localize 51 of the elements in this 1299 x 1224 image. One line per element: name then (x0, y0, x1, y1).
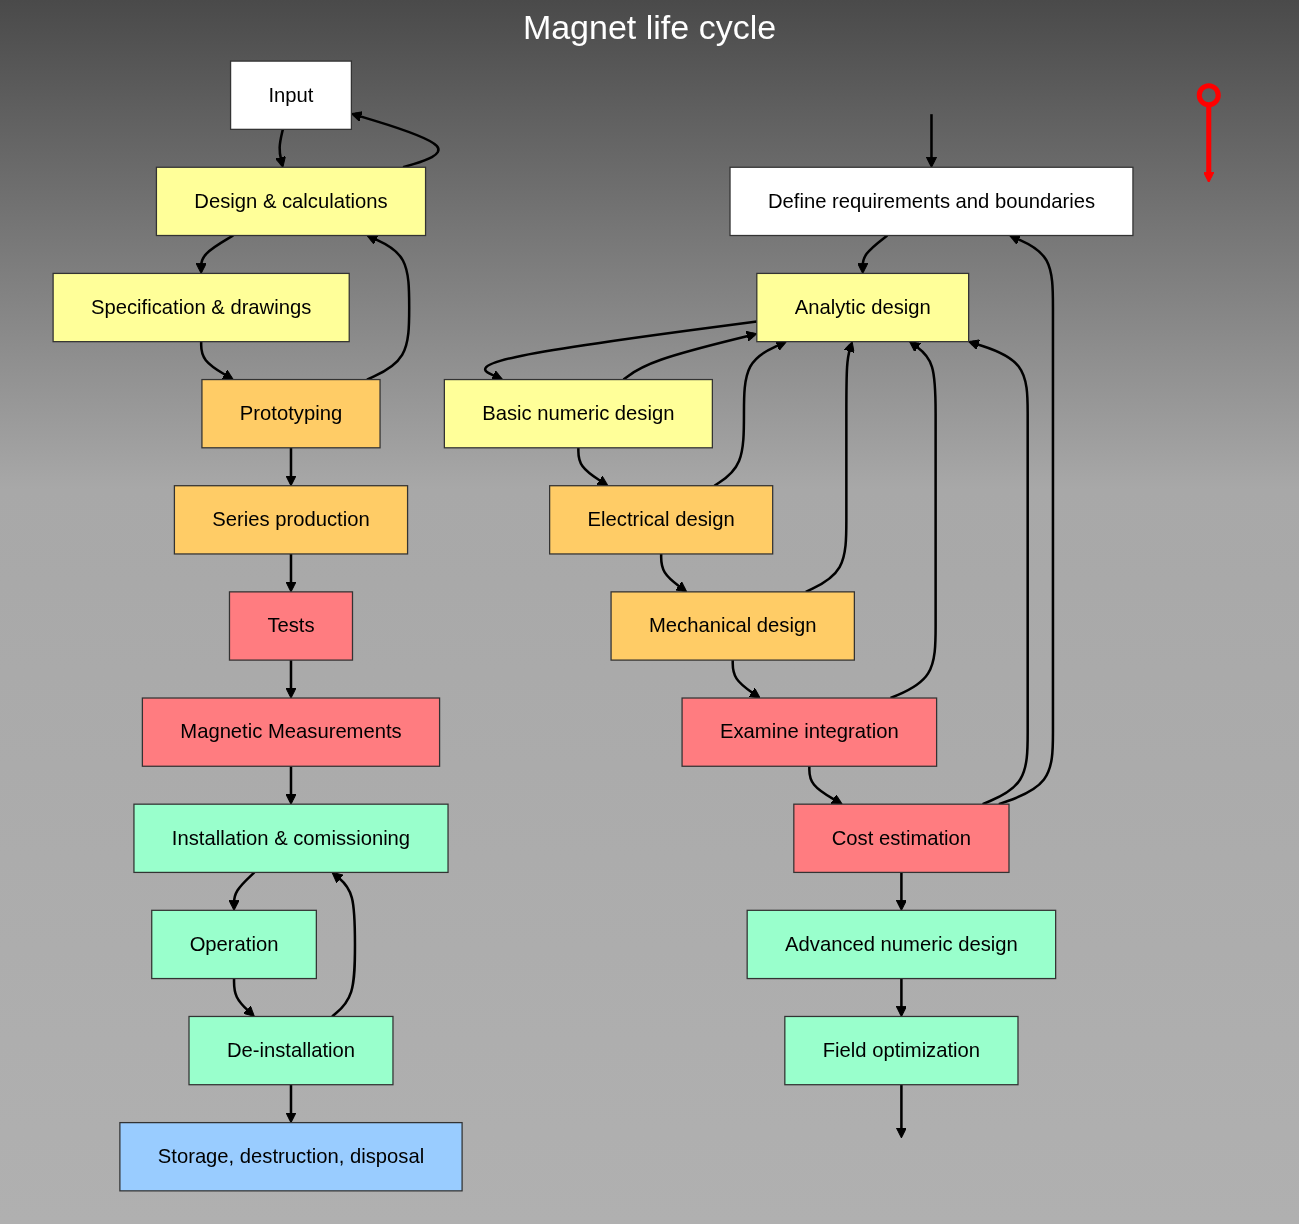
arrow (195, 234, 234, 274)
arrow (807, 766, 843, 805)
node-box: Operation (150, 909, 317, 980)
node-box: Field optimization (783, 1015, 1019, 1086)
arrow (895, 872, 907, 911)
arrow (285, 1084, 297, 1124)
arrow (925, 114, 937, 168)
arrow (366, 234, 411, 381)
node-box: Specification & drawings (52, 272, 350, 343)
arrow (659, 553, 687, 593)
node-box: Installation & comissioning (132, 803, 449, 874)
node-ellipse (1196, 83, 1221, 108)
arrow (483, 320, 757, 381)
node-box: Analytic design (755, 272, 969, 343)
arrow (731, 660, 761, 699)
node-box: Basic numeric design (443, 378, 713, 449)
node-box: Input (229, 60, 352, 130)
arrow (713, 340, 787, 487)
node-box: Define requirements and boundaries (729, 166, 1134, 237)
arrow (576, 447, 609, 487)
arrow (895, 978, 907, 1017)
arrow (1202, 104, 1214, 183)
node-box: De-installation (188, 1015, 394, 1086)
diagram-title: Magnet life cycle (521, 7, 778, 48)
node-box: Design & calculations (155, 166, 426, 237)
arrow (804, 341, 855, 593)
arrow (856, 234, 888, 274)
node-box: Advanced numeric design (746, 909, 1056, 980)
arrow (228, 871, 255, 911)
arrow (274, 129, 286, 168)
arrow (199, 341, 234, 381)
arrow (895, 1084, 907, 1139)
arrow (998, 234, 1054, 806)
arrow (889, 341, 937, 700)
arrow (330, 871, 356, 1018)
node-box: Prototyping (200, 378, 381, 449)
node-box: Series production (173, 485, 408, 555)
arrow (285, 447, 297, 487)
arrow (285, 553, 297, 593)
arrow (285, 660, 297, 699)
arrow (622, 330, 757, 381)
node-box: Cost estimation (792, 803, 1010, 874)
node-box: Electrical design (548, 485, 773, 555)
node-box: Storage, destruction, disposal (118, 1122, 463, 1192)
node-box: Tests (228, 591, 353, 661)
node-box: Mechanical design (610, 591, 855, 661)
arrow (967, 339, 1029, 806)
node-box: Magnetic Measurements (141, 697, 440, 767)
arrow (232, 978, 255, 1017)
node-box: Examine integration (681, 697, 937, 767)
arrow (285, 766, 297, 805)
